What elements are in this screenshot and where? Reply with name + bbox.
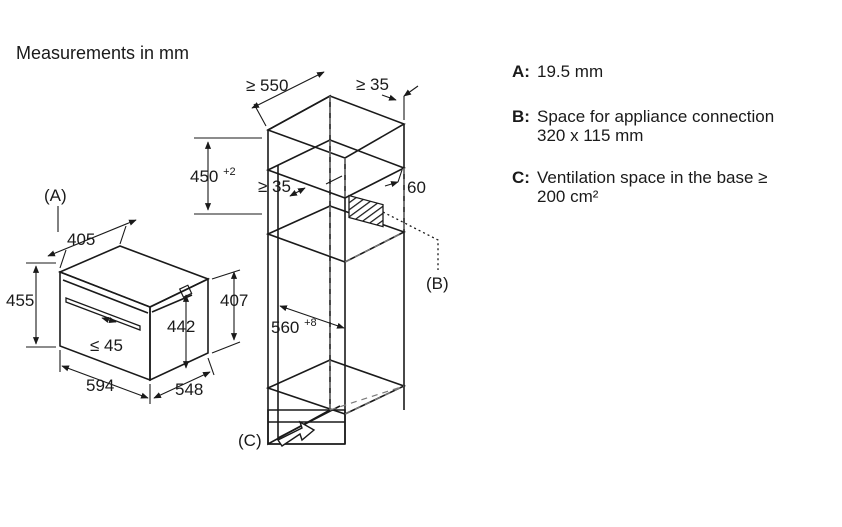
dim-niche-height-value: 450 [190, 167, 218, 186]
dim-height-inner: 442 [167, 317, 195, 336]
dim-min-gap: ≥ 35 [356, 75, 389, 94]
dim-depth-top: 405 [67, 230, 95, 249]
dim-side-height: 60 [407, 178, 426, 197]
dim-handle-gap: ≤ 45 [90, 336, 123, 355]
legend-text: 19.5 mm [537, 62, 837, 81]
label-b-leader [382, 211, 439, 270]
page-title: Measurements in mm [16, 43, 189, 63]
dim-inner-gap: ≥ 35 [258, 177, 291, 196]
connection-space [348, 194, 384, 228]
cabinet-dimensions [194, 71, 419, 447]
legend-text: Space for appliance connection 320 x 115… [537, 107, 837, 145]
ventilation-arrow [276, 420, 316, 447]
label-c: (C) [238, 431, 262, 450]
legend-line: 19.5 mm [537, 62, 604, 81]
cabinet-top-panel [266, 95, 406, 159]
cabinet-drawing [265, 94, 407, 446]
appliance-drawing [57, 245, 211, 382]
legend-text: Ventilation space in the base ≥ 200 cm² [537, 168, 837, 206]
dim-niche-width-tol: +8 [304, 317, 317, 329]
dim-niche-height-tol: +2 [223, 166, 236, 178]
appliance-handle [65, 297, 141, 331]
legend-line: 320 x 115 mm [537, 126, 644, 145]
legend-key: A: [512, 62, 530, 81]
dim-width: 594 [86, 376, 114, 395]
cabinet-hidden-edges [329, 96, 405, 415]
dim-depth: 548 [175, 380, 203, 399]
label-a: (A) [44, 186, 67, 205]
dim-height-total: 455 [6, 291, 34, 310]
dim-height-side: 407 [220, 291, 248, 310]
legend-line: Space for appliance connection [537, 107, 775, 126]
dim-min-depth: ≥ 550 [246, 76, 288, 95]
dim-niche-width-value: 560 [271, 318, 299, 337]
appliance-front [59, 270, 151, 382]
legend-line: Ventilation space in the base ≥ [537, 168, 768, 187]
cabinet-bottom-shelf [265, 359, 407, 415]
label-b: (B) [426, 274, 449, 293]
legend-key: C: [512, 168, 530, 187]
legend-key: B: [512, 107, 530, 126]
dim-niche-height: 450 +2 [190, 166, 236, 186]
appliance-dimensions [26, 219, 241, 404]
legend-line: 200 cm² [537, 187, 599, 206]
dim-niche-width: 560 +8 [271, 317, 317, 337]
